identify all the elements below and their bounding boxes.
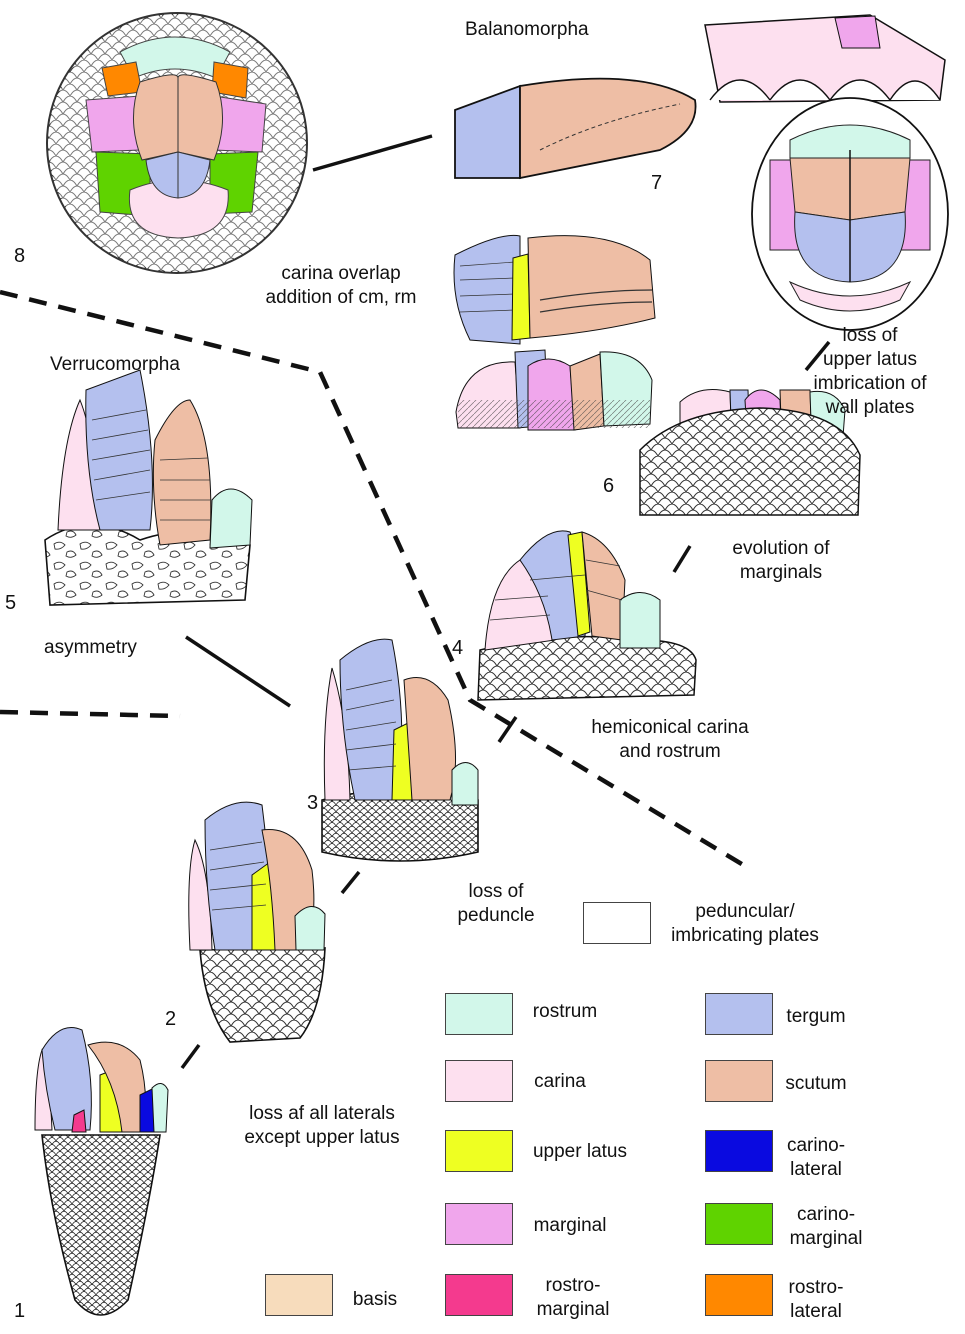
legend-label: marginal xyxy=(520,1214,620,1238)
legend-label: upper latus xyxy=(520,1140,640,1164)
specimen-8 xyxy=(47,13,307,273)
legend-swatch xyxy=(705,993,773,1035)
stage-number-5: 5 xyxy=(5,592,16,614)
legend-swatch xyxy=(705,1274,773,1316)
specimen-1 xyxy=(35,1028,168,1316)
stage-number-7: 7 xyxy=(651,172,662,194)
legend-label: carino- marginal xyxy=(776,1203,876,1251)
stage-number-4: 4 xyxy=(452,637,463,659)
transition-line: loss of xyxy=(780,324,960,348)
specimen-2 xyxy=(189,802,325,1042)
connector-2-1 xyxy=(182,1045,199,1068)
legend-label: basis xyxy=(340,1288,410,1312)
transition-line: hemiconical carina xyxy=(585,716,755,740)
connector-6-4 xyxy=(674,546,690,572)
transition-line: addition of cm, rm xyxy=(256,286,426,310)
legend-label: carina xyxy=(520,1070,600,1094)
legend-swatch xyxy=(445,1060,513,1102)
transition-evolution-marginals: evolution of marginals xyxy=(716,537,846,585)
stage-number-8: 8 xyxy=(14,245,25,267)
legend-swatch xyxy=(705,1060,773,1102)
legend-label: rostro- marginal xyxy=(518,1274,628,1322)
specimen-6-upper xyxy=(454,235,655,344)
specimen-7-top xyxy=(752,98,948,330)
transition-line: and rostrum xyxy=(585,740,755,764)
legend-label: rostrum xyxy=(520,1000,610,1024)
transition-asymmetry: asymmetry xyxy=(44,636,137,660)
transition-line: loss of xyxy=(446,880,546,904)
transition-hemiconical: hemiconical carina and rostrum xyxy=(585,716,755,764)
legend-swatch xyxy=(265,1274,333,1316)
dashed-branch-left xyxy=(0,712,180,716)
specimen-7-wall xyxy=(705,15,945,102)
stage-number-3: 3 xyxy=(307,792,318,814)
legend-label: peduncular/ imbricating plates xyxy=(655,900,835,948)
transition-line: loss af all laterals xyxy=(222,1102,422,1126)
group-label-balanomorpha: Balanomorpha xyxy=(465,18,589,42)
legend-swatch xyxy=(705,1130,773,1172)
specimen-3 xyxy=(322,639,478,861)
transition-line: imbrication of xyxy=(780,372,960,396)
connector-8-7 xyxy=(313,136,432,170)
transition-loss-laterals: loss af all laterals except upper latus xyxy=(222,1102,422,1150)
legend-swatch xyxy=(445,1130,513,1172)
specimen-7-side xyxy=(455,79,696,178)
legend-swatch xyxy=(705,1203,773,1245)
group-label-verrucomorpha: Verrucomorpha xyxy=(50,353,180,377)
specimen-5 xyxy=(45,370,252,605)
transition-line: evolution of xyxy=(716,537,846,561)
transition-line: upper latus xyxy=(780,348,960,372)
transition-loss-peduncle: loss of peduncle xyxy=(446,880,546,928)
specimen-6-lower xyxy=(456,350,652,430)
legend-swatch xyxy=(445,993,513,1035)
legend-label: scutum xyxy=(776,1072,856,1096)
transition-carina-overlap: carina overlap addition of cm, rm xyxy=(256,262,426,310)
legend-label: tergum xyxy=(776,1005,856,1029)
stage-number-6: 6 xyxy=(603,475,614,497)
legend-swatch xyxy=(445,1274,513,1316)
transition-line: marginals xyxy=(716,561,846,585)
transition-line: wall plates xyxy=(780,396,960,420)
legend-swatch xyxy=(583,902,651,944)
specimen-4 xyxy=(478,531,696,700)
stage-number-1: 1 xyxy=(14,1300,25,1322)
connector-3-2 xyxy=(342,872,359,893)
stage-number-2: 2 xyxy=(165,1008,176,1030)
transition-line: except upper latus xyxy=(222,1126,422,1150)
transition-line: carina overlap xyxy=(256,262,426,286)
legend-label: carino- lateral xyxy=(776,1134,856,1182)
legend-label: rostro- lateral xyxy=(776,1276,856,1324)
transition-line: peduncle xyxy=(446,904,546,928)
legend-swatch xyxy=(445,1203,513,1245)
connector-5-3 xyxy=(186,637,290,706)
transition-loss-upper-latus: loss of upper latus imbrication of wall … xyxy=(780,324,960,420)
